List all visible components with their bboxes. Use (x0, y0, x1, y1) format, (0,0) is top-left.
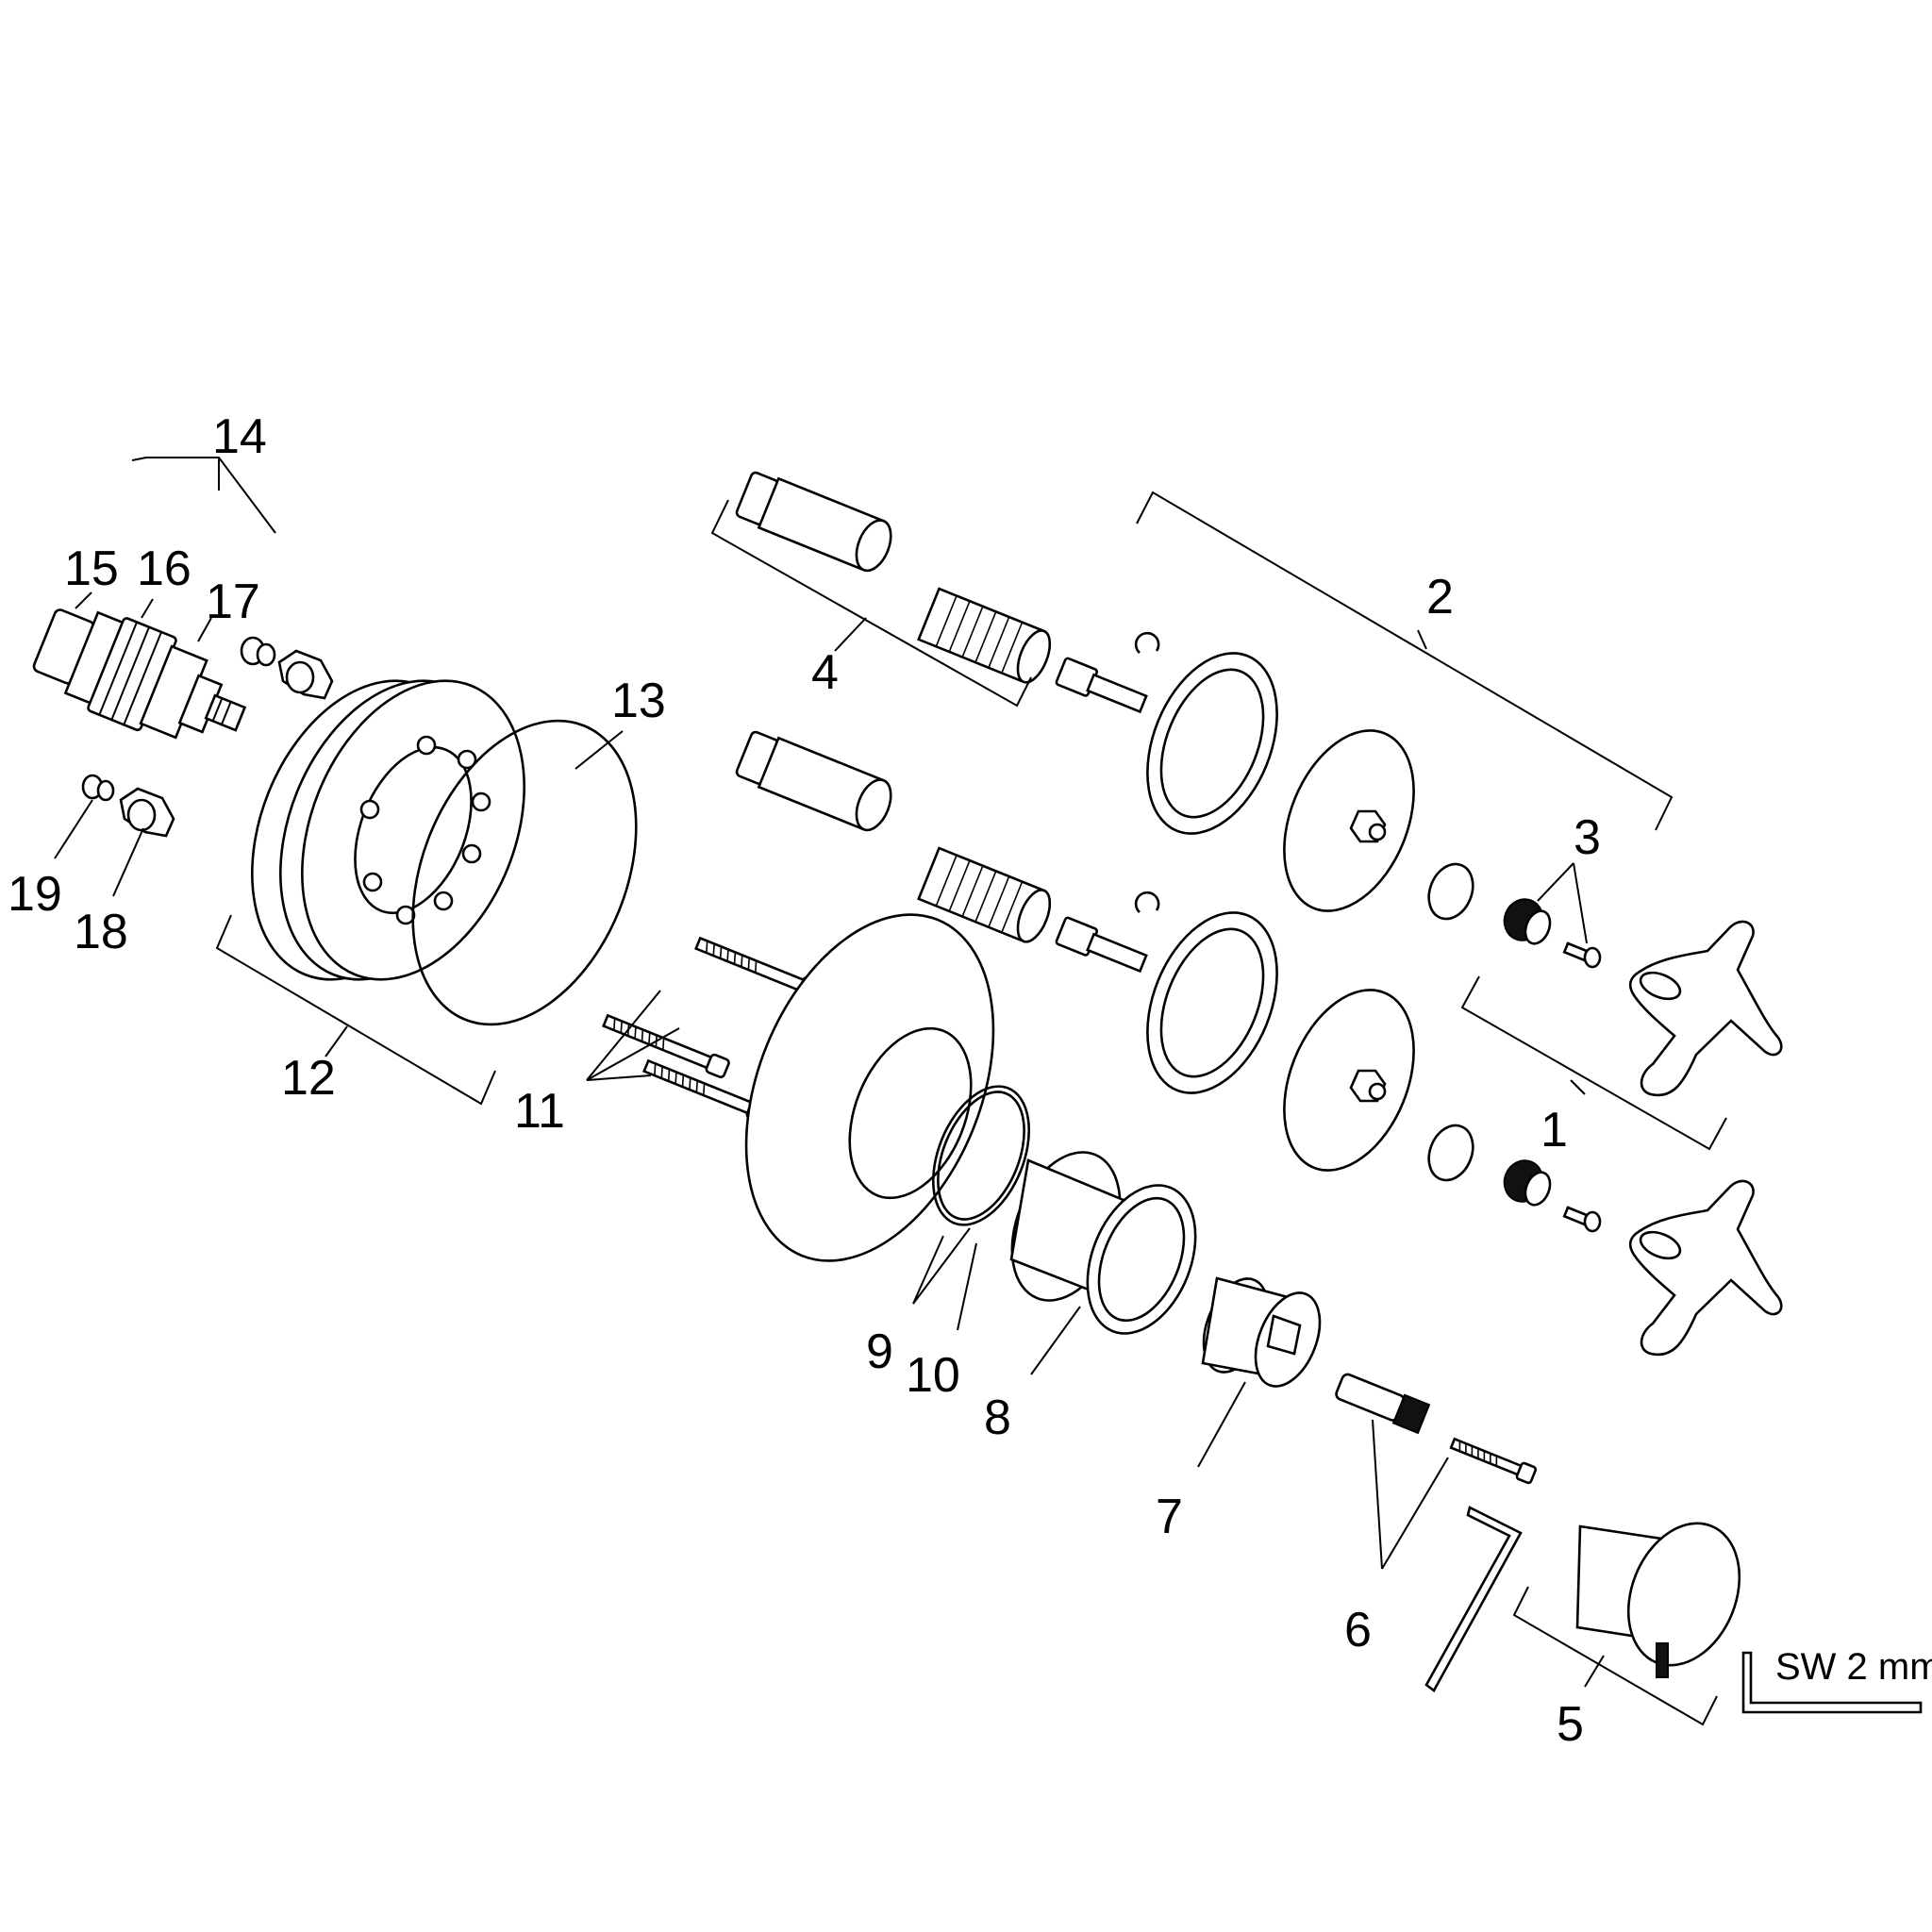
label-5: 5 (1557, 1697, 1584, 1752)
part-4-extension-upper (735, 471, 1052, 684)
part-1-cross-handle-upper (1628, 920, 1783, 1097)
part-6-extension (1335, 1373, 1538, 1485)
part-2-spindle-upper (1055, 631, 1160, 714)
label-13: 13 (611, 674, 666, 728)
label-6: 6 (1344, 1603, 1372, 1657)
label-16: 16 (137, 541, 192, 596)
label-12: 12 (281, 1051, 336, 1106)
part-3-screw-upper (1562, 941, 1602, 969)
part-2-bushing-upper (1427, 862, 1474, 921)
callout-labels: 14 15 16 17 19 18 13 12 11 9 10 8 7 6 5 … (8, 409, 1932, 1752)
part-9-escutcheon (744, 913, 995, 1262)
part-4-extension-lower (735, 730, 1052, 943)
allen-key (1424, 1506, 1523, 1692)
allen-key-size-symbol (1741, 1651, 1923, 1714)
part-2-ring-upper (1146, 652, 1278, 835)
part-15-16-cartridge (32, 608, 247, 740)
leader-lines (54, 457, 1727, 1726)
label-17: 17 (206, 575, 260, 629)
label-7: 7 (1156, 1490, 1183, 1544)
label-15: 15 (64, 541, 119, 596)
part-10-o-ring (931, 1085, 1031, 1226)
part-13-o-ring (411, 719, 638, 1026)
part-2-rosette-lower (1283, 989, 1415, 1172)
label-18: 18 (74, 905, 128, 959)
part-8-sleeve (1009, 1151, 1197, 1335)
part-7-adapter (1201, 1276, 1322, 1388)
label-9: 9 (866, 1324, 893, 1379)
label-1: 1 (1541, 1103, 1568, 1158)
label-4: 4 (811, 645, 839, 700)
part-1-cross-handle-lower (1628, 1179, 1783, 1357)
label-11: 11 (514, 1084, 565, 1139)
label-10: 10 (906, 1348, 960, 1403)
part-5-knob (1575, 1522, 1741, 1678)
label-8: 8 (984, 1391, 1011, 1445)
label-14: 14 (212, 409, 267, 464)
part-2-rosette-upper (1283, 729, 1415, 912)
label-3: 3 (1574, 810, 1601, 865)
part-2-bushing-lower (1427, 1124, 1474, 1182)
part-12-mounting-plate (251, 679, 525, 981)
part-2-ring-lower (1146, 911, 1278, 1094)
part-18-19-check-valve-lower (81, 774, 175, 838)
part-17-check-valve-upper (240, 636, 334, 700)
label-19: 19 (8, 867, 62, 922)
part-3-adapter-lower (1503, 1159, 1552, 1207)
part-2-spindle-lower (1055, 891, 1160, 974)
part-3-adapter-upper (1503, 898, 1552, 945)
allen-key-size-label: SW 2 mm (1775, 1646, 1932, 1688)
label-2: 2 (1426, 570, 1454, 625)
part-3-screw-lower (1562, 1206, 1602, 1233)
